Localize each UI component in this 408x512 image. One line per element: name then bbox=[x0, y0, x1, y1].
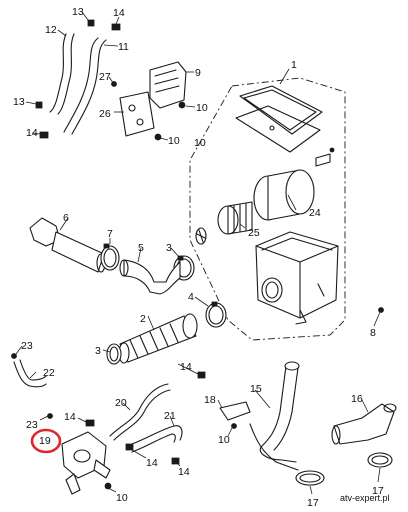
callout-10d: 10 bbox=[116, 492, 128, 504]
clamp-13a bbox=[87, 19, 95, 27]
hose-16 bbox=[331, 403, 397, 445]
callout-4: 4 bbox=[188, 291, 194, 303]
callout-17b: 17 bbox=[372, 485, 384, 497]
callout-23b: 23 bbox=[26, 419, 38, 431]
clamp-4 bbox=[205, 301, 227, 328]
filter-screen bbox=[195, 227, 207, 245]
callout-13a: 13 bbox=[72, 6, 84, 18]
bolt-10a bbox=[178, 101, 186, 109]
hose-15 bbox=[249, 361, 300, 471]
callout-10a: 10 bbox=[196, 102, 208, 114]
hose-22 bbox=[13, 359, 47, 388]
watermark: atv-expert.pl bbox=[340, 493, 390, 503]
callout-14d: 14 bbox=[180, 361, 192, 373]
callout-25: 25 bbox=[248, 227, 260, 239]
clamp-17a bbox=[295, 470, 325, 486]
callout-11: 11 bbox=[118, 41, 129, 53]
callout-15: 15 bbox=[250, 383, 262, 395]
callout-2: 2 bbox=[140, 313, 146, 325]
callout-1: 1 bbox=[291, 59, 297, 71]
callout-19: 19 bbox=[39, 435, 51, 447]
callout-27: 27 bbox=[99, 71, 111, 83]
callout-17a: 17 bbox=[307, 497, 319, 509]
bracket-18 bbox=[219, 401, 251, 429]
callout-16: 16 bbox=[351, 393, 363, 405]
callout-8: 8 bbox=[370, 327, 376, 339]
screw-8 bbox=[378, 307, 384, 313]
callout-6: 6 bbox=[63, 212, 69, 224]
intake-duct bbox=[29, 217, 106, 273]
airbox-assembly-outline bbox=[189, 77, 346, 341]
callout-26: 26 bbox=[99, 108, 111, 120]
airbox-body bbox=[255, 231, 339, 325]
callout-10b: 10 bbox=[168, 135, 180, 147]
bolt-10-valve bbox=[104, 482, 112, 490]
clamp-14-top bbox=[197, 371, 206, 379]
clamp-13b bbox=[35, 101, 43, 109]
breather-hose-12 bbox=[49, 33, 75, 115]
callout-5: 5 bbox=[138, 242, 144, 254]
callout-24: 24 bbox=[309, 207, 321, 219]
callout-22: 22 bbox=[43, 367, 55, 379]
clamp-23b bbox=[47, 413, 53, 419]
callout-14e: 14 bbox=[146, 457, 158, 469]
clamp-14b bbox=[39, 131, 49, 139]
clamp-7 bbox=[100, 243, 120, 271]
clamp-17b bbox=[367, 452, 393, 468]
bolt-10b bbox=[154, 133, 162, 141]
clamp-14a bbox=[111, 23, 121, 31]
clamp-14-mid bbox=[125, 443, 134, 451]
callout-20: 20 bbox=[115, 397, 127, 409]
callout-23a: 23 bbox=[21, 340, 33, 352]
callout-3b: 3 bbox=[95, 345, 101, 357]
breather-bracket bbox=[119, 61, 187, 137]
callout-13b: 13 bbox=[13, 96, 25, 108]
highlight-circle-19 bbox=[30, 428, 62, 454]
air-filter-element bbox=[253, 169, 315, 221]
callout-14c: 14 bbox=[64, 411, 76, 423]
callout-14f: 14 bbox=[178, 466, 190, 478]
clamp-3b bbox=[106, 343, 122, 365]
callout-21: 21 bbox=[164, 410, 176, 422]
valve-19 bbox=[61, 431, 111, 495]
callout-9: 9 bbox=[195, 67, 201, 79]
intake-hose bbox=[119, 259, 181, 295]
filter-bolt bbox=[315, 147, 335, 167]
clamp-14-mid2 bbox=[171, 457, 180, 465]
clamp-23a bbox=[11, 353, 17, 359]
callout-3a: 3 bbox=[166, 242, 172, 254]
callout-10c: 10 bbox=[218, 434, 230, 446]
callout-7: 7 bbox=[107, 228, 113, 240]
callout-14a: 14 bbox=[113, 7, 125, 19]
filter-cage bbox=[217, 201, 253, 235]
callout-14b: 14 bbox=[26, 127, 38, 139]
hose-21 bbox=[131, 425, 183, 453]
leader-lines bbox=[15, 11, 381, 495]
callout-12: 12 bbox=[45, 24, 57, 36]
callout-10e: 10 bbox=[194, 137, 206, 149]
callout-18: 18 bbox=[204, 394, 216, 406]
tube-20 bbox=[109, 383, 171, 441]
intake-boot bbox=[118, 313, 198, 364]
clamp-14-left bbox=[85, 419, 95, 427]
breather-hose-11 bbox=[63, 37, 107, 135]
airbox-lid bbox=[235, 85, 323, 153]
